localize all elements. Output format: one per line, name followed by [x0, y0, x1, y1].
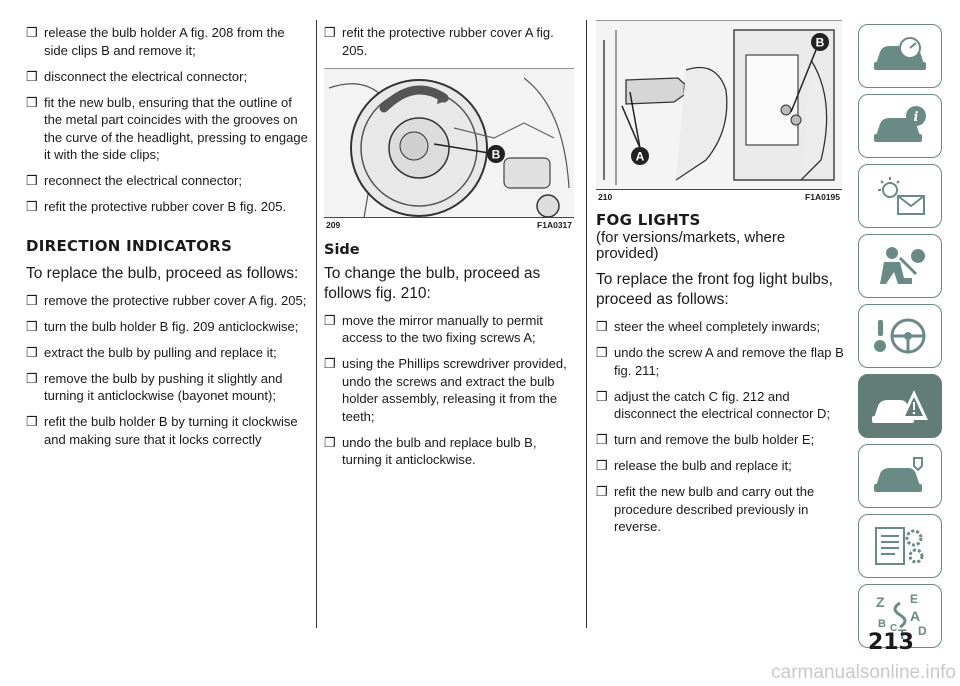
- svg-text:i: i: [914, 110, 919, 125]
- list-item: ❒refit the new bulb and carry out the pr…: [596, 484, 815, 534]
- checkbox-bullet-icon: ❒: [26, 25, 38, 40]
- list-item: ❒steer the wheel completely inwards;: [596, 319, 820, 334]
- tab-maintenance[interactable]: [858, 444, 942, 508]
- section-intro: To change the bulb, proceed as follows f…: [324, 264, 541, 302]
- figure-code: F1A0317: [537, 219, 572, 230]
- callout-b-marker: [811, 33, 829, 51]
- starting-driving-icon: [874, 318, 926, 354]
- warning-lights-messages-icon: [878, 177, 925, 215]
- tab-dashboard[interactable]: [858, 24, 942, 88]
- checkbox-bullet-icon: ❒: [324, 312, 336, 328]
- callout-a-label: A: [636, 150, 645, 164]
- list-item: ❒fit the new bulb, ensuring that the out…: [26, 94, 308, 163]
- section-heading-fog-lights: FOG LIGHTS: [596, 211, 701, 229]
- column-divider: [586, 20, 587, 628]
- column-divider: [316, 20, 317, 628]
- technical-data-icon: [875, 527, 924, 565]
- figure-210-image: A B 210 F1A0195: [596, 20, 842, 202]
- watermark: carmanualsonline.info: [771, 662, 956, 683]
- section-intro: To replace the bulb, proceed as follows:: [26, 264, 299, 282]
- callout-b-label: B: [492, 147, 501, 161]
- column-1: ❒release the bulb holder A fig. 208 from…: [26, 24, 308, 457]
- checkbox-bullet-icon: ❒: [596, 345, 608, 360]
- safety-airbag-icon: [880, 247, 925, 284]
- list-item: ❒release the bulb holder A fig. 208 from…: [26, 25, 285, 58]
- tab-safety[interactable]: [858, 234, 942, 298]
- checkbox-bullet-icon: ❒: [26, 344, 38, 360]
- list-item: ❒refit the protective rubber cover A fig…: [324, 25, 554, 58]
- checkbox-bullet-icon: ❒: [26, 68, 38, 84]
- figure-caption: 209 F1A0317: [324, 216, 574, 230]
- car-dashboard-icon: [874, 37, 926, 70]
- checkbox-bullet-icon: ❒: [596, 484, 608, 499]
- chapter-tabs-sidebar: i: [858, 24, 942, 654]
- list-item: ❒remove the protective rubber cover A fi…: [26, 292, 307, 308]
- car-maintenance-icon: [874, 457, 923, 492]
- headlight-bulb-holder-illustration: B: [324, 67, 574, 230]
- checkbox-bullet-icon: ❒: [26, 94, 38, 110]
- section-intro: To replace the front fog light bulbs, pr…: [596, 271, 833, 308]
- checkbox-bullet-icon: ❒: [324, 434, 336, 450]
- svg-text:D: D: [918, 624, 927, 638]
- figure-209-image: B 209 F1A0317: [324, 67, 574, 230]
- list-item: ❒refit the protective rubber cover B fig…: [26, 199, 287, 214]
- list-item: ❒extract the bulb by pulling and replace…: [26, 344, 277, 360]
- svg-text:B: B: [878, 618, 886, 630]
- callout-a-marker: [631, 147, 649, 165]
- list-item: ❒release the bulb and replace it;: [596, 458, 792, 473]
- section-subheading: (for versions/markets, where provided): [596, 229, 786, 262]
- checkbox-bullet-icon: ❒: [26, 370, 38, 386]
- figure-number: 209: [326, 219, 341, 230]
- checkbox-bullet-icon: ❒: [26, 414, 38, 429]
- checkbox-bullet-icon: ❒: [26, 292, 38, 308]
- column-2: ❒refit the protective rubber cover A fig…: [324, 24, 578, 477]
- index-icon: Z E A B C T D: [876, 592, 927, 641]
- tab-emergency[interactable]: [858, 374, 942, 438]
- svg-text:Z: Z: [876, 594, 885, 610]
- figure-number: 210: [598, 192, 613, 202]
- mirror-side-indicator-illustration: A B: [596, 20, 842, 202]
- tab-warning-lights[interactable]: [858, 164, 942, 228]
- list-item: ❒refit the bulb holder B by turning it c…: [26, 414, 298, 447]
- list-item: ❒undo the bulb and replace bulb B, turni…: [324, 434, 537, 468]
- tab-technical-data[interactable]: [858, 514, 942, 578]
- car-info-icon: i: [874, 106, 926, 142]
- checkbox-bullet-icon: ❒: [324, 356, 336, 371]
- checkbox-bullet-icon: ❒: [26, 173, 38, 188]
- section-heading-side: Side: [324, 241, 360, 258]
- column-3: A B 210 F1A0195 FOG LIGHTS (for versions…: [596, 20, 846, 544]
- checkbox-bullet-icon: ❒: [596, 319, 608, 334]
- list-item: ❒disconnect the electrical connector;: [26, 68, 248, 84]
- list-item: ❒adjust the catch C fig. 212 and disconn…: [596, 388, 831, 422]
- svg-text:T: T: [898, 626, 907, 641]
- checkbox-bullet-icon: ❒: [596, 388, 608, 404]
- figure-caption: 210 F1A0195: [596, 189, 842, 202]
- list-item: ❒using the Phillips screwdriver provided…: [324, 356, 567, 424]
- tab-index[interactable]: Z E A B C T D: [858, 584, 942, 648]
- checkbox-bullet-icon: ❒: [324, 25, 336, 40]
- list-item: ❒undo the screw A and remove the flap B …: [596, 345, 844, 378]
- checkbox-bullet-icon: ❒: [596, 432, 608, 447]
- svg-text:E: E: [910, 592, 918, 606]
- svg-text:A: A: [910, 608, 920, 624]
- list-item: ❒turn the bulb holder B fig. 209 anticlo…: [26, 318, 299, 334]
- checkbox-bullet-icon: ❒: [596, 458, 608, 473]
- checkbox-bullet-icon: ❒: [26, 199, 38, 214]
- tab-starting-driving[interactable]: [858, 304, 942, 368]
- checkbox-bullet-icon: ❒: [26, 318, 38, 334]
- callout-b-marker: [487, 144, 505, 163]
- svg-text:C: C: [890, 623, 897, 634]
- list-item: ❒remove the bulb by pushing it slightly …: [26, 370, 283, 404]
- tab-car-info[interactable]: i: [858, 94, 942, 158]
- callout-b-label: B: [816, 36, 825, 50]
- page-number: 213: [868, 630, 914, 655]
- list-item: ❒move the mirror manually to permit acce…: [324, 312, 543, 346]
- figure-code: F1A0195: [805, 192, 840, 202]
- section-heading-direction-indicators: DIRECTION INDICATORS: [26, 236, 233, 255]
- list-item: ❒turn and remove the bulb holder E;: [596, 432, 815, 447]
- emergency-icon: [872, 390, 928, 423]
- list-item: ❒reconnect the electrical connector;: [26, 173, 242, 188]
